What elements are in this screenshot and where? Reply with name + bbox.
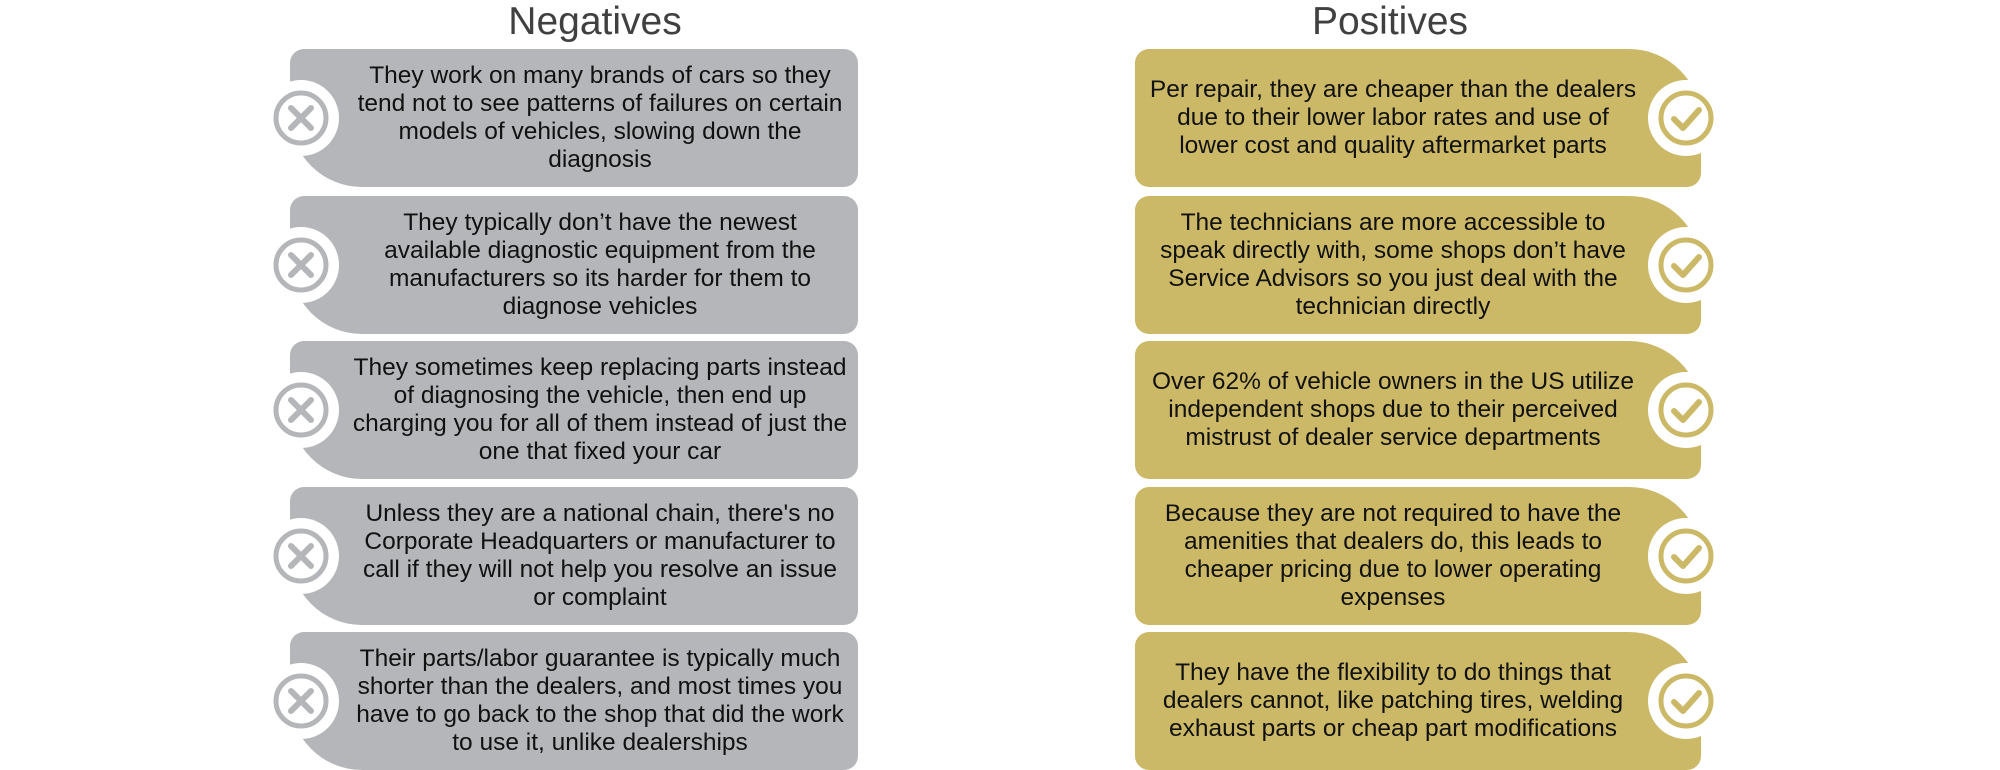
positive-item-text: They have the flexibility to do things t… (1162, 659, 1624, 742)
positive-item-text: Per repair, they are cheaper than the de… (1149, 76, 1637, 159)
x-circle-icon (263, 227, 339, 303)
negative-item: They work on many brands of cars so they… (290, 49, 858, 187)
negative-item-text: They work on many brands of cars so they… (357, 62, 843, 173)
positive-item-text: Because they are not required to have th… (1164, 500, 1622, 611)
check-circle-icon (1648, 227, 1724, 303)
check-circle-icon (1648, 663, 1724, 739)
negative-item-text: They typically don’t have the newest ava… (384, 209, 816, 320)
x-circle-icon (263, 372, 339, 448)
x-circle-icon (263, 80, 339, 156)
negative-item: They sometimes keep replacing parts inst… (290, 341, 858, 479)
positive-item: Because they are not required to have th… (1135, 487, 1701, 625)
negative-item-text: They sometimes keep replacing parts inst… (352, 354, 848, 465)
negative-item: Unless they are a national chain, there'… (290, 487, 858, 625)
negative-item: Their parts/labor guarantee is typically… (290, 632, 858, 770)
positive-item: Over 62% of vehicle owners in the US uti… (1135, 341, 1701, 479)
negatives-title: Negatives (508, 0, 682, 43)
positive-item: The technicians are more accessible to s… (1135, 196, 1701, 334)
positive-item: They have the flexibility to do things t… (1135, 632, 1701, 770)
check-circle-icon (1648, 518, 1724, 594)
positive-item-text: Over 62% of vehicle owners in the US uti… (1151, 368, 1635, 451)
positive-item-text: The technicians are more accessible to s… (1160, 209, 1626, 320)
check-circle-icon (1648, 372, 1724, 448)
x-circle-icon (263, 663, 339, 739)
check-circle-icon (1648, 80, 1724, 156)
negative-item-text: Their parts/labor guarantee is typically… (356, 645, 844, 756)
negative-item: They typically don’t have the newest ava… (290, 196, 858, 334)
x-circle-icon (263, 518, 339, 594)
negative-item-text: Unless they are a national chain, there'… (363, 500, 837, 611)
positives-title: Positives (1311, 0, 1469, 43)
positive-item: Per repair, they are cheaper than the de… (1135, 49, 1701, 187)
